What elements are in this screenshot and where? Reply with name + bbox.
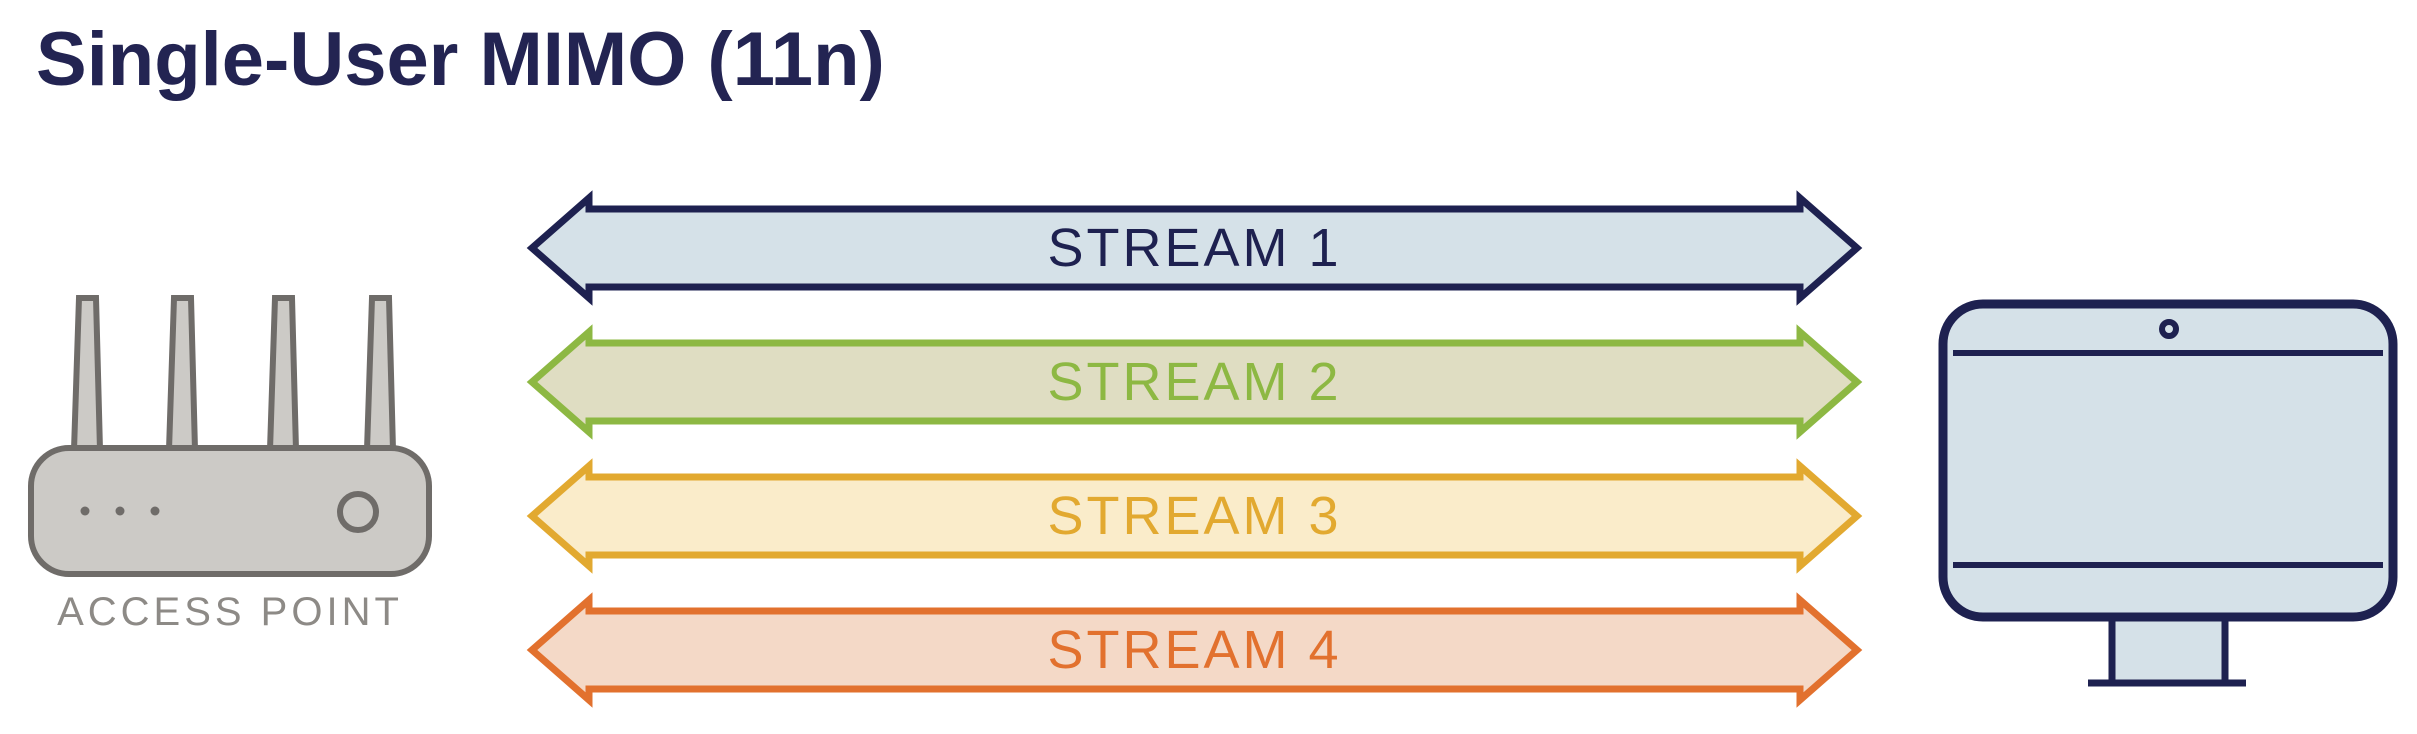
stream-3-label: STREAM 3 xyxy=(1047,486,1342,546)
access-point: ACCESS POINT xyxy=(28,290,432,634)
stream-4-arrow-icon xyxy=(526,592,1863,708)
diagram-title: Single-User MIMO (11n) xyxy=(36,17,885,102)
led-dot-icon xyxy=(115,506,125,516)
stream-1-arrow-icon xyxy=(526,190,1863,306)
double-arrow-icon xyxy=(526,190,1863,306)
access-point-body xyxy=(28,445,432,577)
monitor-stand xyxy=(2113,617,2223,683)
antenna-icon xyxy=(165,295,199,453)
access-point-icon xyxy=(28,295,432,577)
monitor-icon xyxy=(1938,299,2398,687)
access-point-label: ACCESS POINT xyxy=(57,590,403,634)
double-arrow-icon xyxy=(526,458,1863,574)
double-arrow-icon xyxy=(526,324,1863,440)
stream-2: STREAM 2 xyxy=(526,324,1863,440)
camera-dot-icon xyxy=(2159,319,2179,339)
stream-1: STREAM 1 xyxy=(526,190,1863,306)
client-device xyxy=(1938,299,2398,694)
stream-2-label: STREAM 2 xyxy=(1047,352,1342,412)
stream-4-label: STREAM 4 xyxy=(1047,620,1342,680)
stream-2-arrow-icon xyxy=(526,324,1863,440)
led-dot-icon xyxy=(80,506,90,516)
antenna-icon xyxy=(363,295,397,453)
antenna-icon xyxy=(266,295,300,453)
stream-3-arrow-icon xyxy=(526,458,1863,574)
antenna-icon xyxy=(70,295,104,453)
stream-4: STREAM 4 xyxy=(526,592,1863,708)
double-arrow-icon xyxy=(526,592,1863,708)
stream-1-label: STREAM 1 xyxy=(1047,218,1342,278)
button-circle-icon xyxy=(337,491,379,533)
stream-3: STREAM 3 xyxy=(526,458,1863,574)
led-dot-icon xyxy=(150,506,160,516)
monitor-screen xyxy=(1938,299,2398,622)
